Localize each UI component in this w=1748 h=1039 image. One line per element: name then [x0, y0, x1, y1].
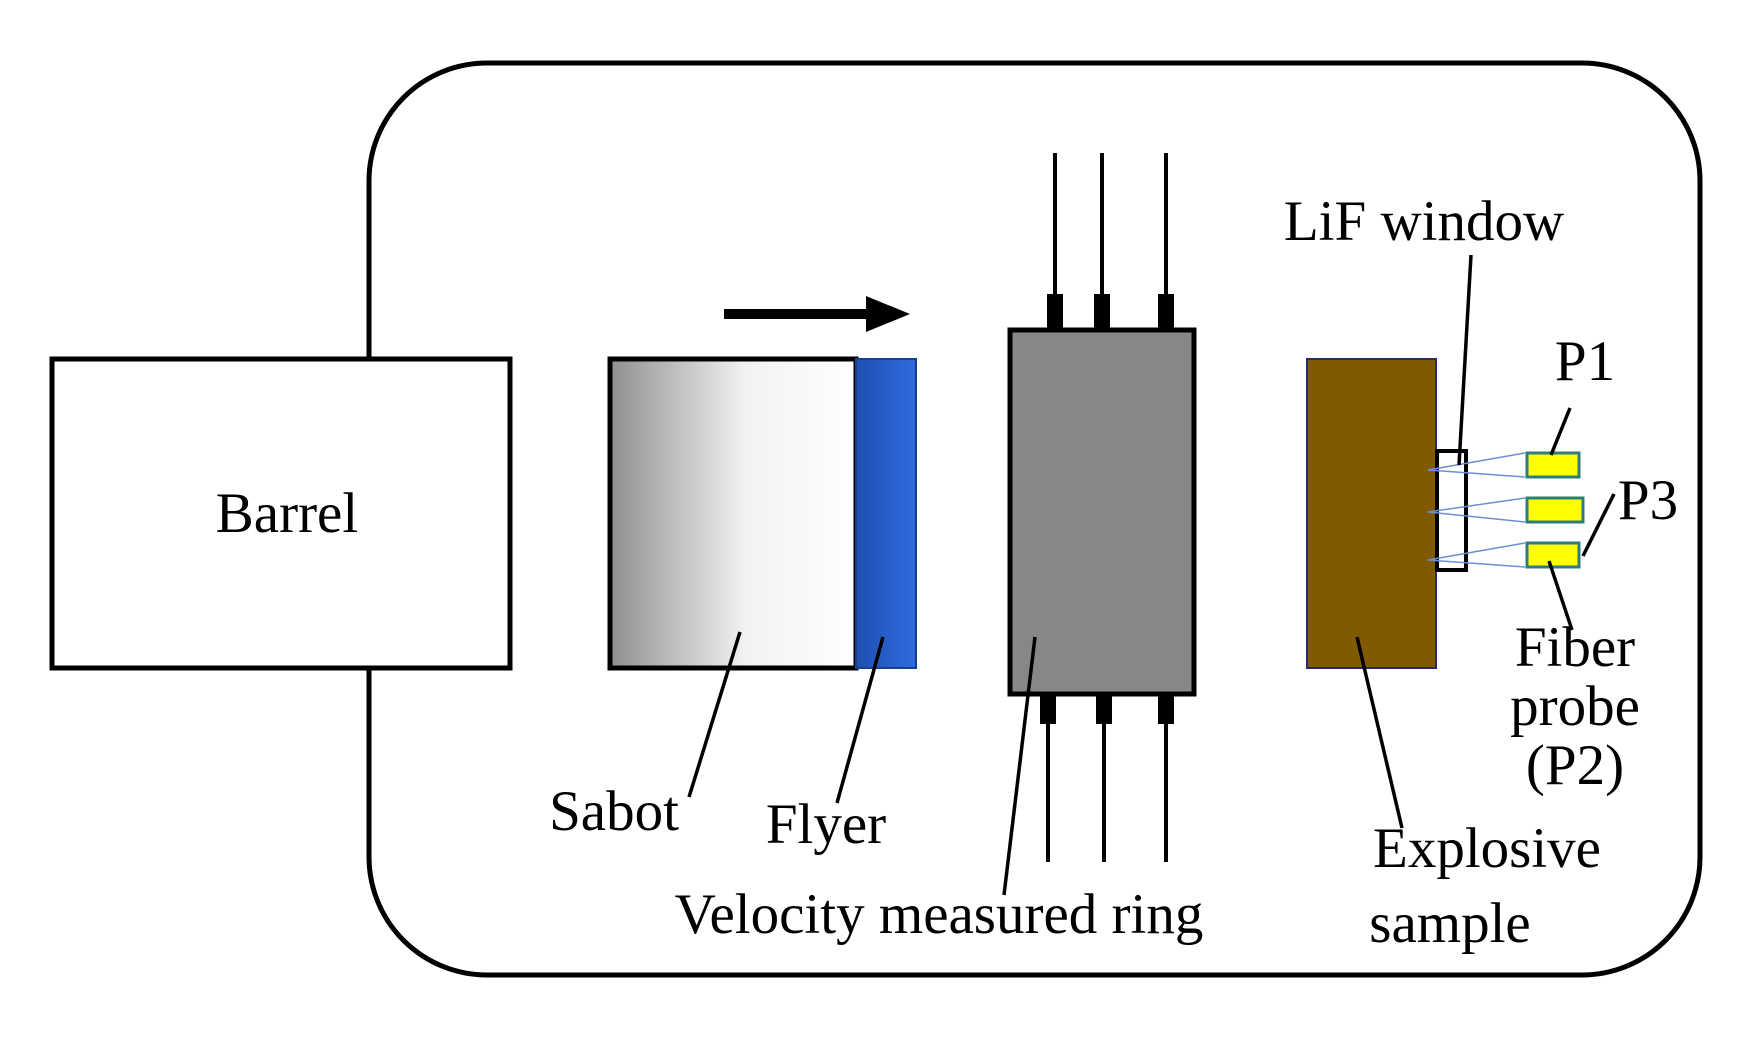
- leader-lines: [687, 254, 1616, 896]
- flyer-label: Flyer: [766, 793, 886, 856]
- sabot-label: Sabot: [549, 780, 679, 843]
- velocity-ring-body: [1007, 327, 1197, 697]
- velocity-ring: [1007, 153, 1197, 862]
- barrel-box: [49, 356, 513, 671]
- probe-p1: [1525, 451, 1581, 479]
- explosive-label-1: Explosive: [1373, 817, 1601, 880]
- sabot: [607, 356, 859, 671]
- lif-window-label: LiF window: [1284, 190, 1564, 253]
- fiber-probe-label-2: probe: [1510, 675, 1640, 738]
- probe-beams: [1427, 452, 1526, 568]
- velocity-ring-label: Velocity measured ring: [675, 883, 1204, 946]
- fiber-probe-label-1: Fiber: [1515, 616, 1635, 679]
- explosive-label-2: sample: [1369, 892, 1530, 955]
- p1-label: P1: [1555, 330, 1615, 393]
- probe-p2: [1525, 496, 1585, 524]
- flyer: [855, 358, 917, 669]
- p3-label: P3: [1618, 469, 1678, 532]
- explosive-sample: [1306, 358, 1437, 669]
- motion-arrow: [724, 296, 910, 332]
- probe-p3: [1525, 541, 1581, 569]
- fiber-probe-label-3: (P2): [1526, 734, 1624, 797]
- barrel-label: Barrel: [216, 482, 358, 545]
